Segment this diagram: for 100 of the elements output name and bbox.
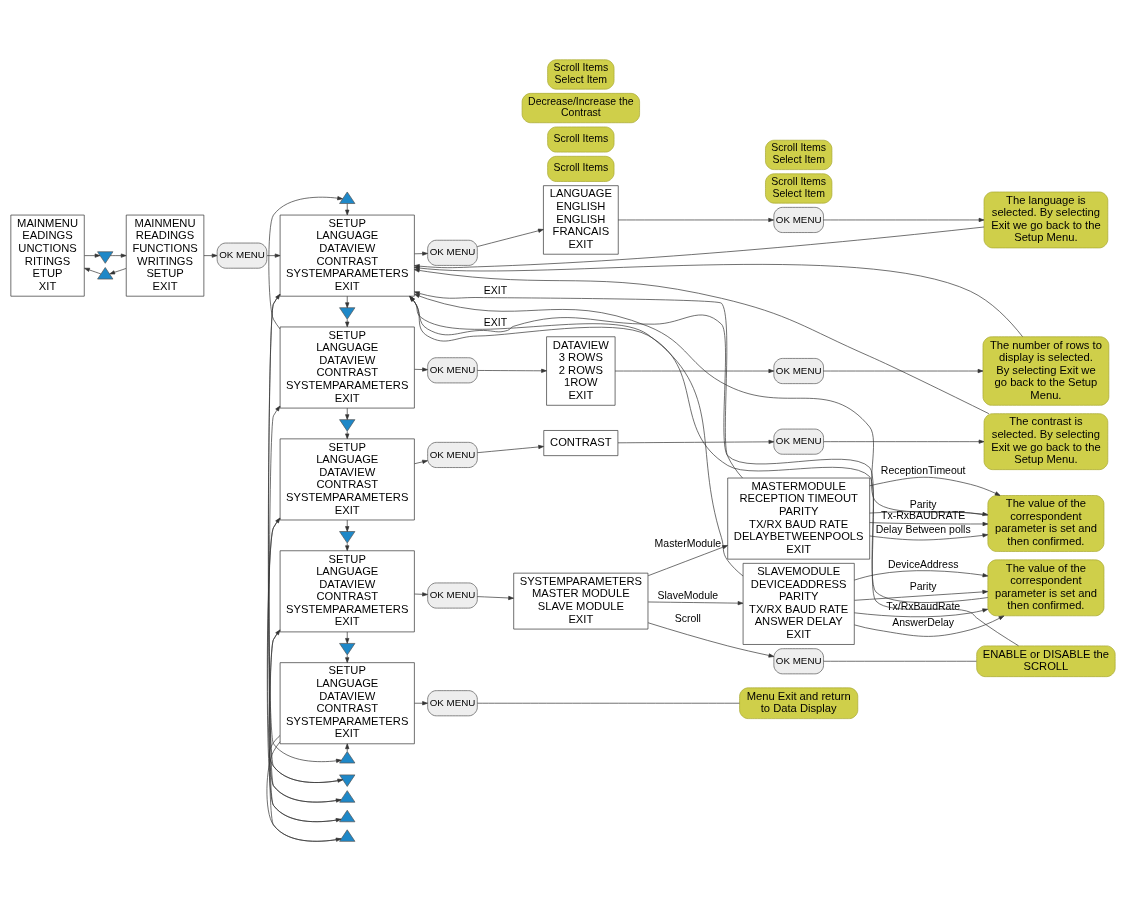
node-down-triangle: [97, 250, 114, 264]
node-box: Scroll Items Select Item: [765, 139, 833, 170]
arrow: [345, 430, 350, 439]
node-box: The value of the correspondent parameter is set and then confirmed.: [987, 559, 1105, 616]
arrow: [345, 654, 350, 663]
arrow: [854, 589, 988, 601]
arrow: [823, 217, 985, 222]
arrow: [345, 742, 350, 752]
node-box: The value of the correspondent parameter is set and then confirmed.: [987, 494, 1105, 552]
node-box: MAINMENU READINGS FUNCTIONS WRITINGS SETUP EXIT: [125, 214, 205, 297]
arrow: [854, 607, 989, 617]
arrow: [823, 439, 985, 444]
connector: [477, 702, 740, 704]
arrow: [614, 368, 775, 373]
edge-label: Delay Between polls: [875, 523, 971, 535]
arrow: [84, 267, 102, 274]
arrow: [477, 595, 514, 600]
node-box: SETUP LANGUAGE DATAVIEW CONTRAST SYSTEMPARAMETERS EXIT: [279, 326, 415, 408]
node-box: OK MENU: [773, 647, 824, 674]
node-box: Scroll Items Select Item: [765, 172, 833, 203]
node-box: SETUP LANGUAGE DATAVIEW CONTRAST SYSTEMPARAMETERS EXIT: [279, 661, 415, 744]
node-box: DATAVIEW 3 ROWS 2 ROWS 1ROW EXIT: [546, 335, 616, 406]
edge-label: Parity: [909, 498, 937, 510]
node-down-triangle: [339, 530, 356, 543]
node-box: OK MENU: [427, 441, 478, 468]
node-box: MASTERMODULE RECEPTION TIMEOUT PARITY TX/RX BAUD RATE DELAYBETWEENPOOLS EXIT: [727, 477, 871, 559]
arrow: [854, 569, 989, 580]
arrow: [409, 295, 744, 576]
arrow: [414, 263, 1023, 337]
arrow: [869, 532, 989, 540]
arrow: [414, 700, 428, 705]
arrow: [823, 368, 984, 373]
arrow: [268, 195, 343, 329]
arrow: [110, 253, 127, 258]
edge-label: Tx/RxBaudRate: [886, 600, 961, 612]
edge-label: DeviceAddress: [887, 558, 959, 570]
arrow: [266, 740, 342, 842]
node-triangle: [339, 750, 356, 763]
node-box: SYSTEMPARAMETERS MASTER MODULE SLAVE MODULE EXIT: [513, 572, 649, 629]
arrow: [617, 439, 775, 444]
arrow: [345, 202, 350, 215]
node-box: The contrast is selected. By selecting Exit we go back to the Setup Menu.: [983, 412, 1109, 470]
node-box: The number of rows to display is selected. By selecting Exit we go back to the Setup Menu.: [982, 335, 1110, 406]
arrow: [414, 267, 990, 414]
arrow: [345, 519, 350, 532]
node-box: OK MENU: [216, 242, 268, 269]
arrow: [647, 621, 775, 657]
arrow: [414, 591, 428, 596]
arrow: [854, 615, 1005, 637]
arrow: [477, 368, 547, 373]
arrow: [203, 253, 218, 258]
arrow: [345, 295, 350, 308]
node-box: OK MENU: [427, 239, 478, 266]
node-box: OK MENU: [427, 582, 478, 608]
node-box: SETUP LANGUAGE DATAVIEW CONTRAST SYSTEMPARAMETERS EXIT: [279, 438, 415, 520]
edge-label: Parity: [909, 580, 937, 592]
node-box: MAINMENU EADINGS UNCTIONS RITINGS ETUP XIT: [10, 214, 85, 297]
node-box: OK MENU: [773, 357, 824, 384]
arrow: [414, 459, 428, 464]
node-box: OK MENU: [773, 428, 824, 455]
node-triangle: [339, 828, 356, 842]
arrow: [345, 631, 350, 644]
node-box: SETUP LANGUAGE DATAVIEW CONTRAST SYSTEMPARAMETERS EXIT: [279, 549, 415, 632]
edge-label: EXIT: [483, 284, 508, 296]
arrow: [269, 405, 342, 802]
node-triangle: [339, 789, 356, 803]
edge-label: ReceptionTimeout: [880, 464, 966, 476]
node-box: LANGUAGE ENGLISH ENGLISH FRANCAIS EXIT: [543, 184, 619, 255]
arrow: [409, 295, 989, 603]
arrow: [617, 217, 774, 222]
edge-label: Tx-RxBAUDRATE: [881, 509, 966, 521]
arrow: [266, 253, 281, 258]
arrow: [477, 444, 544, 453]
node-box: Scroll Items: [547, 126, 615, 152]
arrow: [109, 267, 127, 274]
node-box: OK MENU: [427, 689, 478, 716]
arrow: [414, 366, 428, 372]
node-box: SETUP LANGUAGE DATAVIEW CONTRAST SYSTEMPARAMETERS EXIT: [279, 214, 415, 297]
node-box: CONTRAST: [543, 429, 619, 456]
arrow: [409, 295, 1019, 646]
node-down-triangle: [339, 642, 356, 655]
node-box: The language is selected. By selecting Exit we go back to the Setup Menu.: [983, 191, 1109, 248]
arrow: [84, 253, 101, 258]
arrow: [414, 251, 428, 256]
arrow: [647, 600, 744, 605]
arrow: [414, 293, 989, 516]
edge-label: SlaveModule: [657, 589, 719, 601]
node-box: Decrease/Increase the Contrast: [521, 92, 640, 123]
arrow: [345, 542, 350, 551]
arrow: [345, 318, 350, 327]
arrow: [414, 290, 743, 478]
arrow: [869, 521, 989, 526]
node-box: ENABLE or DISABLE the SCROLL: [976, 645, 1116, 677]
node-box: Scroll Items Select Item: [547, 58, 615, 89]
arrow: [345, 407, 350, 420]
node-triangle: [339, 809, 356, 822]
arrow: [477, 228, 544, 247]
node-box: OK MENU: [773, 206, 824, 233]
node-box: Menu Exit and return to Data Display: [739, 687, 859, 719]
node-box: OK MENU: [427, 356, 478, 383]
